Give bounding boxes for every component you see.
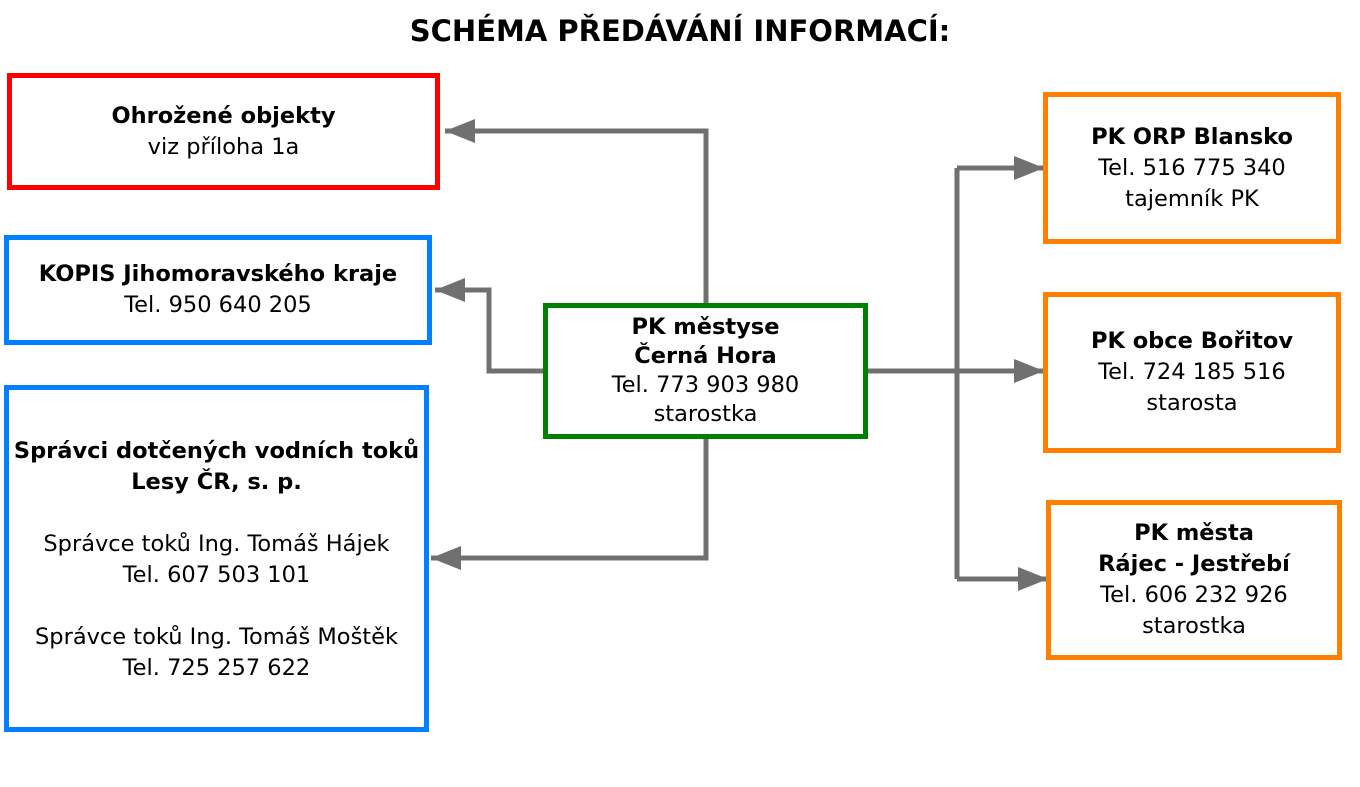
node-threatened-objects-note: viz příloha 1a xyxy=(147,133,300,160)
node-boritov: PK obce Bořitov Tel. 724 185 516 starost… xyxy=(1043,292,1341,453)
node-rajec: PK města Rájec - Jestřebí Tel. 606 232 9… xyxy=(1046,500,1342,660)
node-water-manager-1-tel: Tel. 607 503 101 xyxy=(122,562,311,588)
node-center-name-2: Černá Hora xyxy=(634,343,777,369)
node-rajec-name-2: Rájec - Jestřebí xyxy=(1098,551,1290,577)
node-boritov-name: PK obce Bořitov xyxy=(1090,328,1294,354)
node-water-manager-1: Správce toků Ing. Tomáš Hájek xyxy=(43,531,390,557)
node-kopis: KOPIS Jihomoravského kraje Tel. 950 640 … xyxy=(4,235,432,345)
node-rajec-name: PK města xyxy=(1134,520,1254,546)
node-rajec-tel: Tel. 606 232 926 xyxy=(1100,582,1288,608)
node-rajec-role: starostka xyxy=(1142,613,1246,639)
node-center: PK městyse Černá Hora Tel. 773 903 980 s… xyxy=(543,303,868,439)
node-orp-blansko-tel: Tel. 516 775 340 xyxy=(1098,154,1286,181)
node-orp-blansko: PK ORP Blansko Tel. 516 775 340 tajemník… xyxy=(1043,92,1341,244)
node-kopis-name: KOPIS Jihomoravského kraje xyxy=(38,261,398,287)
node-orp-blansko-role: tajemník PK xyxy=(1125,185,1259,212)
node-threatened-objects-name: Ohrožené objekty xyxy=(111,102,336,129)
node-center-role: starostka xyxy=(653,401,758,427)
node-water-manager-2: Správce toků Ing. Tomáš Moštěk xyxy=(35,624,398,650)
arrow-to-water-managers xyxy=(431,437,709,570)
node-water-managers-name: Správci dotčených vodních toků xyxy=(13,438,420,464)
node-boritov-role: starosta xyxy=(1146,390,1238,416)
node-boritov-tel: Tel. 724 185 516 xyxy=(1098,359,1286,385)
arrow-to-kopis xyxy=(435,278,545,374)
node-water-managers: Správci dotčených vodních toků Lesy ČR, … xyxy=(4,385,429,732)
node-water-managers-org: Lesy ČR, s. p. xyxy=(131,469,302,495)
node-center-name: PK městyse xyxy=(631,314,780,340)
arrow-to-threatened-objects xyxy=(445,119,709,306)
node-threatened-objects: Ohrožené objekty viz příloha 1a xyxy=(7,73,440,190)
node-water-manager-2-tel: Tel. 725 257 622 xyxy=(122,655,311,681)
node-center-tel: Tel. 773 903 980 xyxy=(611,372,800,398)
node-kopis-tel: Tel. 950 640 205 xyxy=(124,292,312,318)
node-orp-blansko-name: PK ORP Blansko xyxy=(1091,123,1293,150)
page-title: SCHÉMA PŘEDÁVÁNÍ INFORMACÍ: xyxy=(409,14,951,48)
